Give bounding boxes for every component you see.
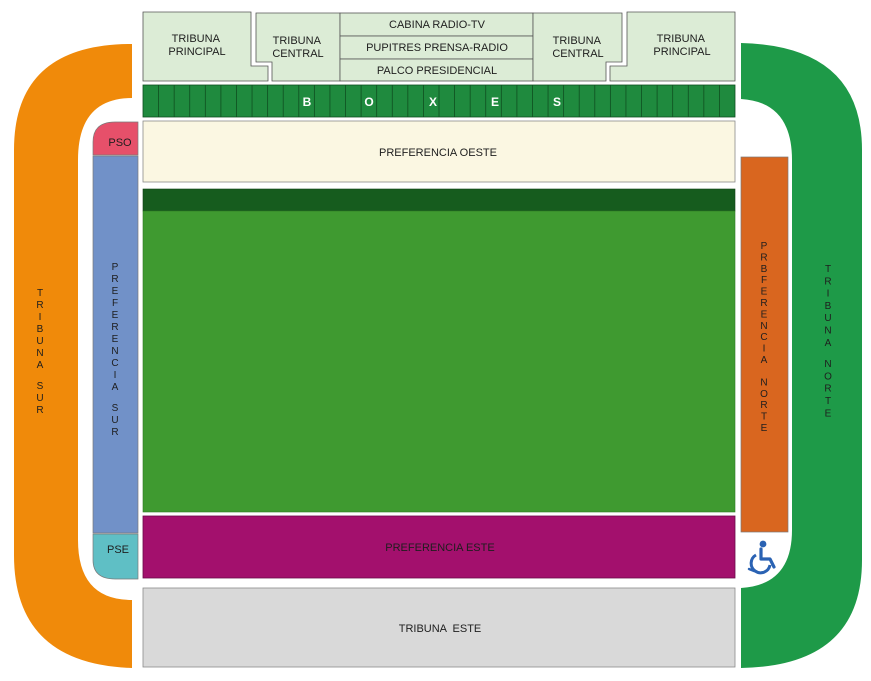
field-strip [142, 188, 736, 212]
preferencia-este[interactable] [142, 515, 736, 579]
pse-section[interactable] [92, 533, 139, 580]
preferencia-norte[interactable] [740, 156, 789, 533]
wheelchair-icon [747, 540, 776, 575]
boxes-letter-b: B [303, 95, 312, 109]
tribuna-central-right[interactable] [532, 12, 623, 82]
pse-label: PSE [107, 544, 129, 556]
cabina-radio-tv-label: CABINA RADIO-TV [389, 19, 486, 31]
palco-presidencial-label: PALCO PRESIDENCIAL [377, 65, 497, 77]
preferencia-oeste-label: PREFERENCIA OESTE [379, 147, 497, 159]
boxes-letter-x: X [429, 95, 437, 109]
tribuna-principal-right-label: TRIBUNA PRINCIPAL [653, 33, 710, 58]
preferencia-este-label: PREFERENCIA ESTE [385, 542, 494, 554]
tribuna-este[interactable] [142, 587, 736, 668]
pso-label: PSO [108, 137, 132, 149]
boxes-letter-s: S [553, 95, 561, 109]
preferencia-sur[interactable] [92, 155, 139, 534]
tribuna-central-left[interactable] [255, 12, 341, 82]
tribuna-principal-left[interactable] [142, 11, 269, 82]
playing-field [142, 210, 736, 513]
tribuna-este-label: TRIBUNA ESTE [399, 623, 482, 635]
tribuna-central-right-label: TRIBUNA CENTRAL [552, 35, 603, 60]
pupitres-prensa-radio-label: PUPITRES PRENSA-RADIO [366, 42, 508, 54]
pso-section[interactable] [92, 121, 139, 156]
boxes-letter-o: O [364, 95, 373, 109]
tribuna-principal-right[interactable] [609, 11, 736, 82]
boxes-row[interactable] [142, 84, 736, 118]
tribuna-central-left-label: TRIBUNA CENTRAL [272, 35, 323, 60]
tribuna-principal-left-label: TRIBUNA PRINCIPAL [168, 33, 225, 58]
preferencia-oeste[interactable] [142, 120, 736, 183]
boxes-letter-e: E [491, 95, 499, 109]
tribuna-norte[interactable] [741, 43, 862, 668]
tribuna-sur[interactable] [14, 44, 132, 668]
